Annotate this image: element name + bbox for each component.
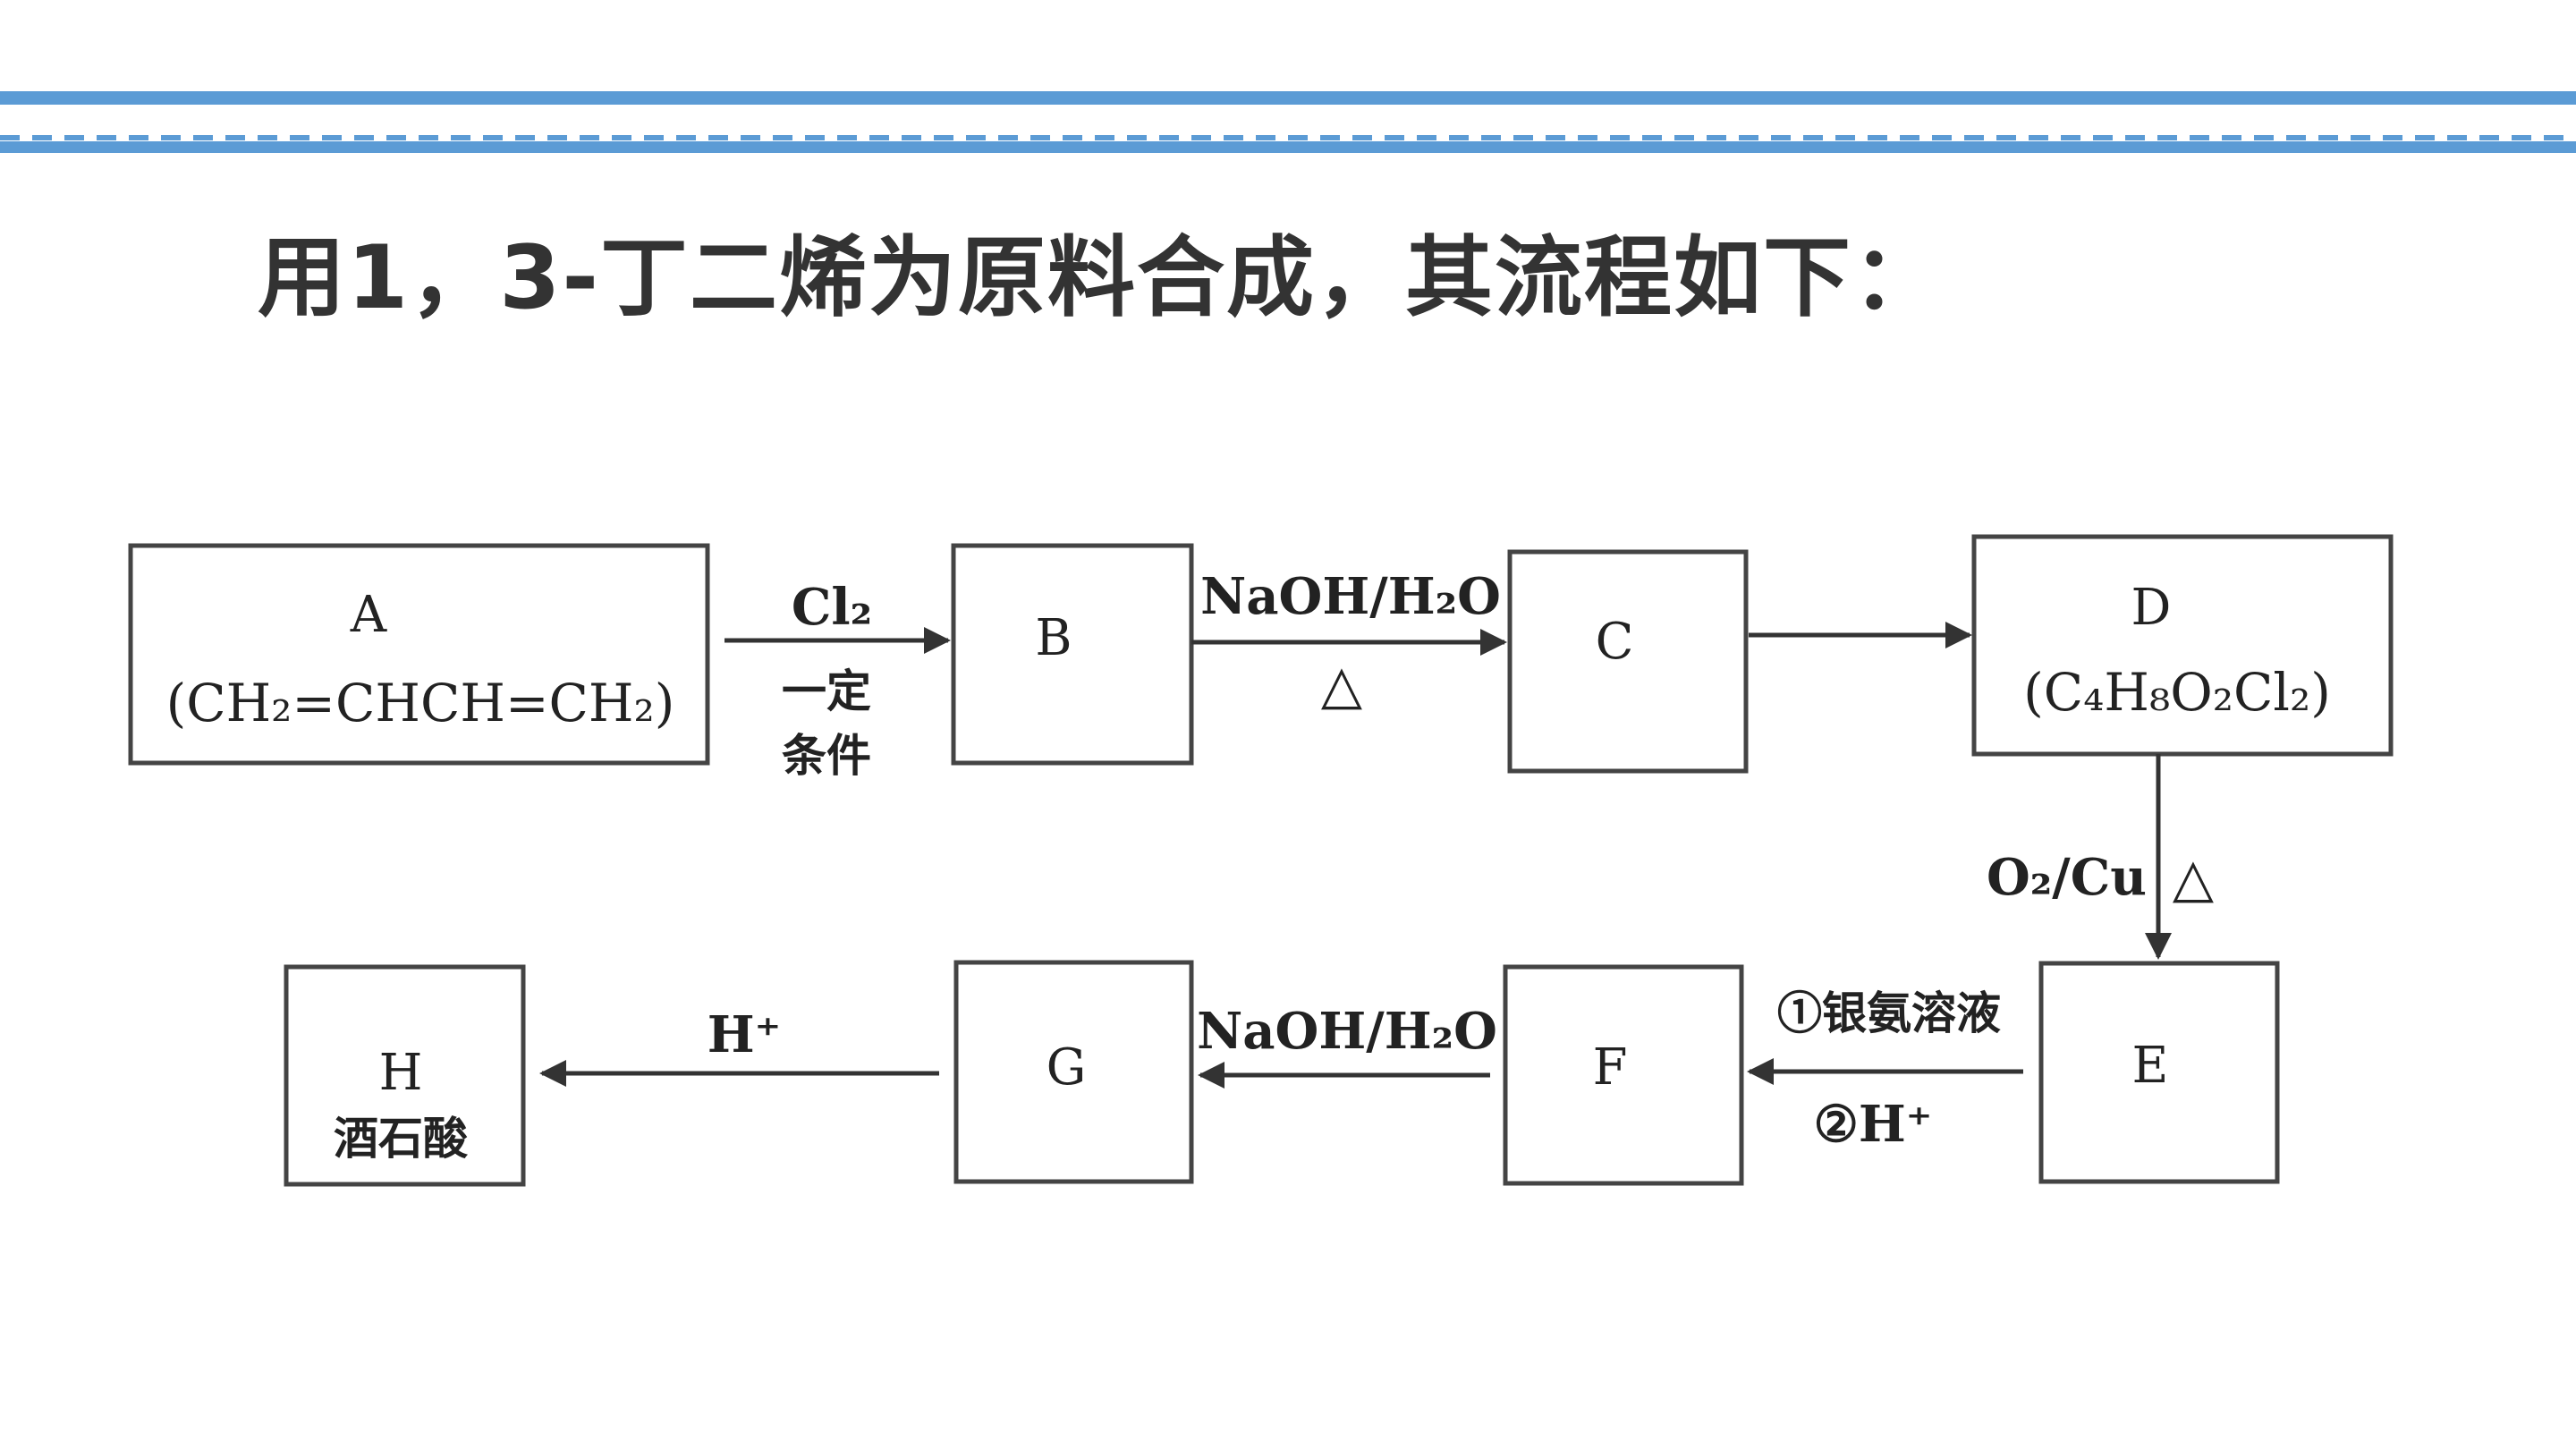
box-e-letter: E xyxy=(2132,1037,2169,1095)
header-rule-bottom xyxy=(0,141,2576,153)
box-d-letter: D xyxy=(2131,579,2172,637)
arrow-b-c-reagent: NaOH/H₂O xyxy=(1200,567,1501,626)
slide-title: 用1，3-丁二烯为原料合成，其流程如下： xyxy=(258,227,1943,329)
box-c: C xyxy=(1507,549,1749,774)
box-f: F xyxy=(1503,964,1744,1186)
arrow-g-to-h: H⁺ xyxy=(539,1005,939,1087)
box-d-formula: (C₄H₈O₂Cl₂) xyxy=(2023,662,2331,723)
box-c-letter: C xyxy=(1596,613,1634,671)
box-h-name: 酒石酸 xyxy=(334,1112,469,1165)
arrow-a-to-b: Cl₂ 一定 条件 xyxy=(724,578,951,782)
arrow-f-to-g: NaOH/H₂O xyxy=(1197,1002,1497,1089)
arrow-b-c-heat: △ xyxy=(1321,654,1362,716)
box-h: H 酒石酸 xyxy=(284,964,526,1187)
box-a-formula: (CH₂=CHCH=CH₂) xyxy=(166,673,675,733)
arrow-d-to-e: O₂/Cu △ xyxy=(1987,754,2214,960)
header-rule-dashed xyxy=(0,127,2576,140)
arrow-b-to-c: NaOH/H₂O △ xyxy=(1191,567,1507,716)
box-d: D (C₄H₈O₂Cl₂) xyxy=(1971,534,2394,757)
arrow-g-h-reagent: H⁺ xyxy=(708,1005,781,1064)
arrow-a-b-condition-2: 条件 xyxy=(782,729,871,782)
box-e: E xyxy=(2038,961,2280,1184)
box-g-letter: G xyxy=(1046,1038,1087,1097)
box-a: A (CH₂=CHCH=CH₂) xyxy=(128,543,710,766)
arrow-f-g-reagent: NaOH/H₂O xyxy=(1197,1002,1497,1061)
arrow-a-b-condition-1: 一定 xyxy=(782,665,871,717)
box-b-letter: B xyxy=(1035,609,1072,667)
arrow-e-f-step-1: ①银氨溶液 xyxy=(1777,987,2001,1039)
arrow-e-to-f: ①银氨溶液 ②H⁺ xyxy=(1747,987,2023,1154)
box-b: B xyxy=(951,543,1194,766)
arrow-d-e-reagent: O₂/Cu xyxy=(1987,848,2147,907)
box-h-letter: H xyxy=(379,1044,423,1102)
arrow-e-f-step-2: ②H⁺ xyxy=(1814,1095,1933,1154)
box-g: G xyxy=(953,960,1194,1184)
box-a-letter: A xyxy=(350,586,387,644)
box-f-letter: F xyxy=(1593,1038,1628,1097)
header-rule-top xyxy=(0,91,2576,105)
arrow-a-b-reagent: Cl₂ xyxy=(792,578,872,637)
arrow-d-e-heat: △ xyxy=(2173,847,2214,910)
